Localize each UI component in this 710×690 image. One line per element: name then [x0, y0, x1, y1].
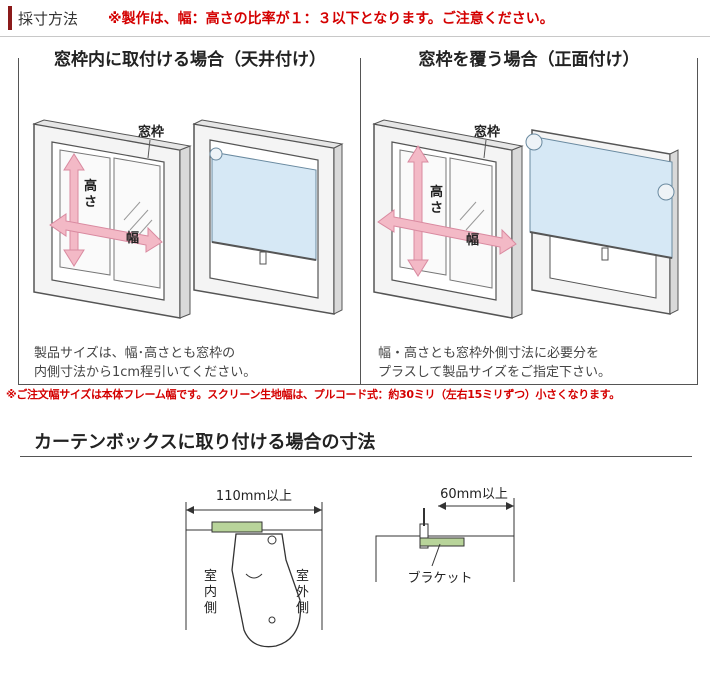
outside-mount-title: 窓枠を覆う場合（正面付け） — [412, 50, 646, 70]
right-bracket-drawing — [419, 508, 465, 549]
window-with-screen-inside — [192, 119, 344, 315]
bracket-label: ブラケット — [407, 570, 472, 586]
header-accent-bar — [8, 6, 12, 30]
outside-mount-illustration: 窓枠 高 さ 幅 — [372, 119, 679, 319]
height-label-left: 高 — [84, 178, 97, 194]
svg-text:さ: さ — [430, 201, 443, 216]
width-label-right: 幅 — [466, 232, 479, 248]
ratio-notice: ※製作は、幅：高さの比率が１：３以下となります。ご注意ください。 — [108, 11, 554, 27]
inside-mount-description: 製品サイズは、幅･高さとも窓枠の 内側寸法から1cm程引いてください。 — [34, 346, 257, 380]
page-header: 採寸方法 ※製作は、幅：高さの比率が１：３以下となります。ご注意ください。 — [0, 0, 710, 38]
page-title: 採寸方法 — [18, 10, 79, 28]
indoor-label: 室 — [204, 568, 217, 584]
curtain-box-diagram: 110mm以上 室 内 側 室 外 側 60mm以上 ブラケット — [185, 487, 515, 648]
height-label-right: 高 — [430, 184, 443, 200]
header-divider — [0, 36, 710, 37]
inside-mount-panel: 窓枠内に取付ける場合（天井付け） — [18, 50, 361, 385]
window-frame-measure — [32, 119, 192, 319]
outdoor-label: 室 — [296, 568, 309, 584]
svg-text:側: 側 — [204, 601, 217, 616]
svg-text:内: 内 — [204, 584, 217, 600]
svg-text:側: 側 — [296, 601, 309, 616]
svg-text:外: 外 — [296, 585, 309, 600]
right-dimension-label: 60mm以上 — [440, 487, 508, 502]
frame-label-right: 窓枠 — [474, 124, 500, 140]
inside-mount-title: 窓枠内に取付ける場合（天井付け） — [48, 50, 332, 70]
section-divider — [20, 456, 692, 457]
left-bracket-drawing — [211, 521, 302, 648]
frame-label-left: 窓枠 — [138, 124, 164, 140]
window-with-screen-outside — [525, 129, 679, 315]
width-label-left: 幅 — [126, 230, 139, 246]
screen-width-warning: ※ご注文幅サイズは本体フレーム幅です。スクリーン生地幅は、プルコード式：約30ミ… — [6, 388, 620, 401]
curtain-box-title: カーテンボックスに取り付ける場合の寸法 — [34, 432, 376, 453]
outside-mount-description: 幅・高さとも窓枠外側寸法に必要分を プラスして製品サイズをご指定下さい。 — [378, 346, 611, 380]
svg-text:さ: さ — [84, 195, 97, 210]
window-frame-measure-outside — [372, 119, 524, 319]
inside-mount-illustration: 窓枠 高 さ 幅 — [32, 119, 344, 319]
outside-mount-panel: 窓枠を覆う場合（正面付け） — [360, 50, 698, 385]
left-dimension-label: 110mm以上 — [216, 489, 292, 504]
